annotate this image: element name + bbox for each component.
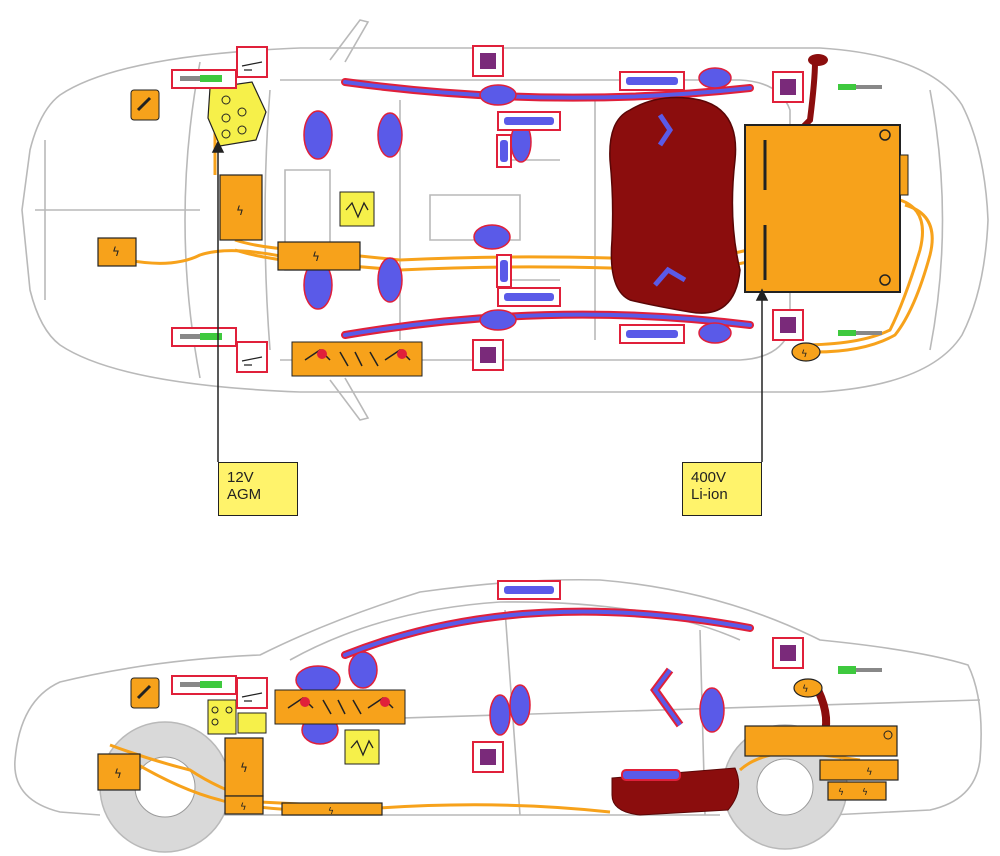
pyro-marker-fills-top [500,77,678,338]
high-voltage-icon: ϟ [838,788,844,798]
callout-400v-li-ion: 400V Li-ion [682,462,762,516]
high-voltage-icon: ϟ [240,802,247,813]
high-voltage-icon: ϟ [801,349,808,360]
pyro-markers-side [497,580,561,600]
side-view-car: ϟ ϟ ϟ ϟ ϟ ϟ ϟ ϟ [14,578,982,853]
seatbelt-tensioner-strip-side [274,689,406,725]
curtain-airbags [341,78,754,339]
hv-components-top [97,174,821,362]
high-voltage-icon: ϟ [866,767,873,778]
callout-12v-line1: 12V [227,469,254,486]
seatbelt-tensioner-strip-top [291,341,423,377]
callout-leaders [211,140,769,462]
airbag-modules-top [303,67,732,344]
callout-400v-line1: 400V [691,469,727,486]
high-voltage-icon: ϟ [328,807,334,817]
hood-lifter-icon [236,677,268,709]
battery-12v-side [207,699,267,735]
high-voltage-icon: ϟ [802,684,809,695]
crash-sensors-side [472,637,804,773]
high-voltage-icon: ϟ [240,761,248,775]
control-unit-icon [344,729,380,765]
battery-12v-top [207,81,267,147]
high-voltage-icon: ϟ [312,250,320,264]
high-voltage-icon: ϟ [114,767,122,781]
top-view-car: ϟ ϟ ϟ ϟ [21,19,989,462]
callout-12v-agm: 12V AGM [218,462,298,516]
callout-12v-line2: AGM [227,486,262,503]
hv-battery-400v-side [744,678,899,801]
gas-strut-icon [171,666,882,695]
airbag-icon [130,89,160,121]
gas-strut-icon [171,69,882,347]
hv-components-side [97,737,383,816]
crash-sensors-top [472,45,804,371]
hv-battery-400v-top [744,124,909,293]
high-voltage-icon: ϟ [112,245,120,259]
high-voltage-icon: ϟ [236,204,244,218]
airbag-icon [130,677,160,709]
callout-400v-line2: Li-ion [691,486,728,503]
control-unit-icon [339,191,375,227]
fuel-tank-top [609,96,741,314]
high-voltage-icon: ϟ [862,788,868,798]
